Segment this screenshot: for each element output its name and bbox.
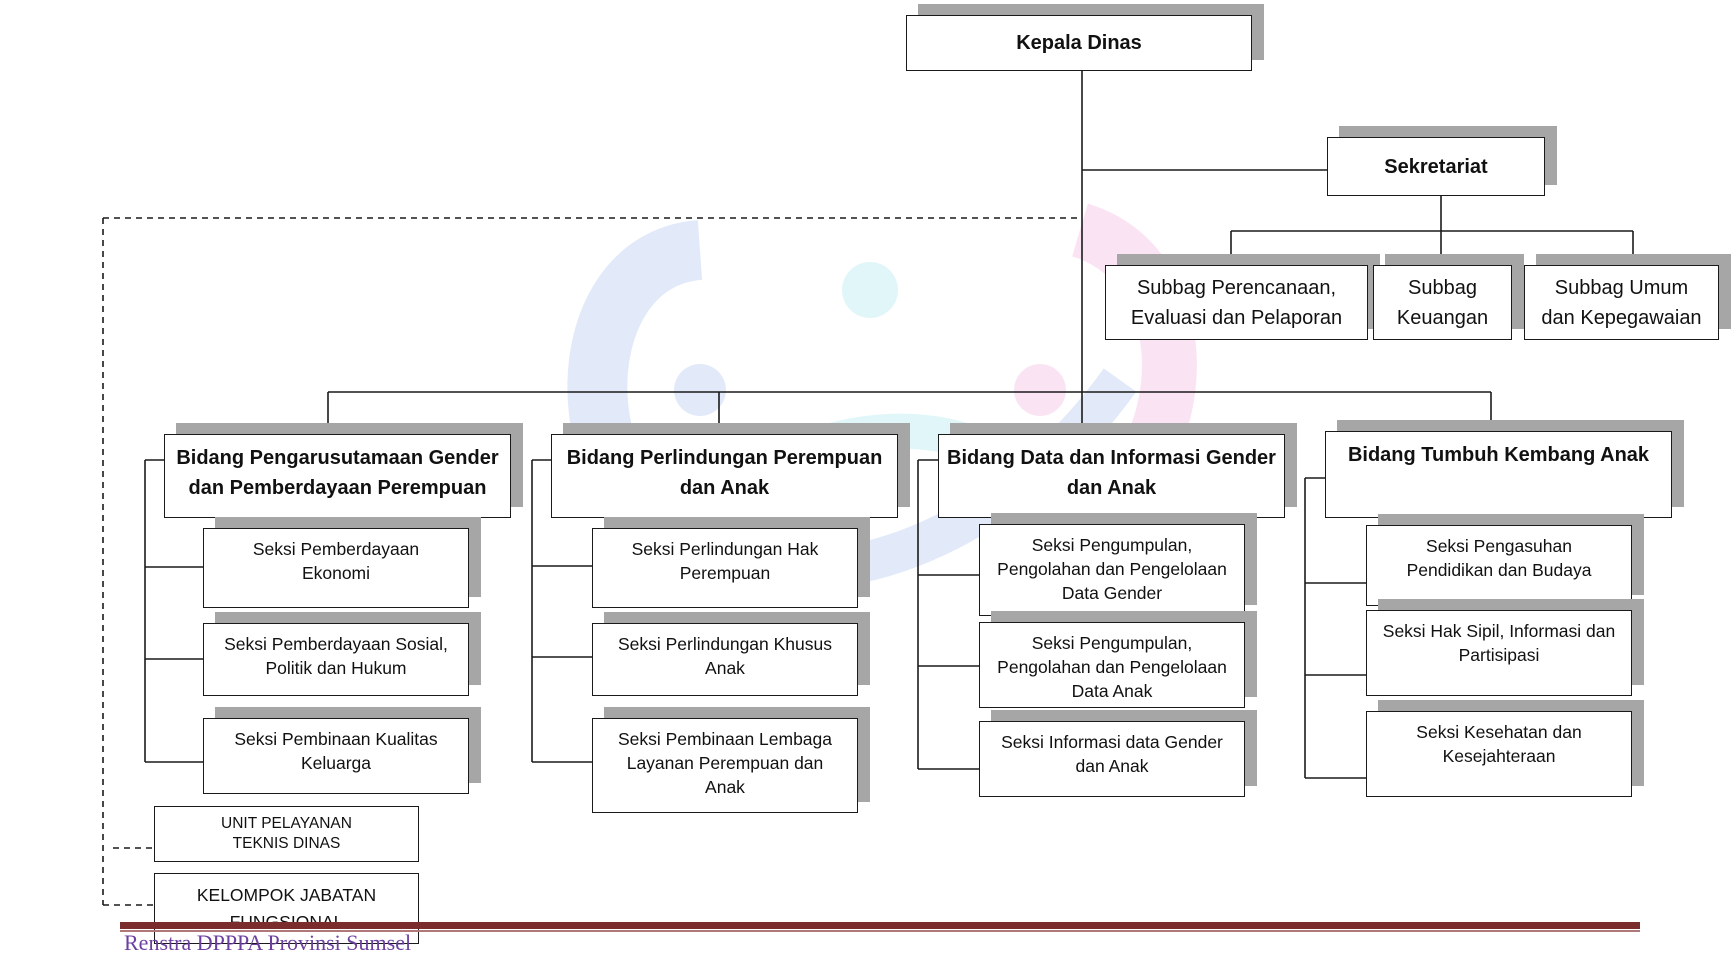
seksi-box-label-line: Kesejahteraan	[1442, 746, 1556, 766]
seksi-box-label-line: Seksi Pemberdayaan	[252, 539, 420, 559]
subbag-box: Subbag Umum dan Kepegawaian	[1524, 265, 1719, 340]
bidang-box-label-line: Bidang Data dan Informasi Gender	[947, 447, 1276, 469]
seksi-box-label-line: Seksi Pembinaan Lembaga	[617, 729, 833, 749]
bidang-box-label-line: dan Anak	[679, 477, 770, 499]
seksi-box-label-line: Seksi Pembinaan Kualitas	[234, 729, 438, 749]
subbag-box-label-line: dan Kepegawaian	[1541, 306, 1702, 329]
subbag-box-label-line: Subbag	[1408, 276, 1477, 299]
upt-box-label-line: TEKNIS DINAS	[232, 835, 341, 852]
subbag-box-label-line: Evaluasi dan Pelaporan	[1130, 306, 1343, 329]
kelompok-jabatan-box-label-line: KELOMPOK JABATAN	[196, 884, 377, 905]
seksi-box-label-line: Data Gender	[1061, 583, 1163, 603]
bidang-box-label-line: Bidang Pengarusutamaan Gender	[176, 447, 499, 469]
kelompok-jabatan-box: KELOMPOK JABATANFUNGSIONAL	[154, 873, 419, 944]
bidang-box-label-line: dan Pemberdayaan Perempuan	[188, 477, 487, 499]
seksi-box-label-line: Seksi Hak Sipil, Informasi dan	[1382, 621, 1616, 641]
bidang-box-label-line: dan Anak	[1066, 477, 1157, 499]
seksi-box: Seksi Informasi data Gender dan Anak	[979, 721, 1245, 797]
bidang-box-label-line: Bidang Tumbuh Kembang Anak	[1347, 444, 1650, 466]
footer-rule-thin	[120, 930, 1640, 932]
seksi-box-label-line: Keluarga	[300, 753, 372, 773]
seksi-box-label-line: Partisipasi	[1458, 645, 1540, 665]
bidang-box-label-line: Bidang Perlindungan Perempuan	[566, 447, 883, 469]
seksi-box-label-line: Seksi Pemberdayaan Sosial,	[224, 634, 448, 654]
seksi-box-label-line: Seksi Pengasuhan	[1426, 536, 1572, 556]
subbag-box-label-line: Subbag Perencanaan,	[1136, 276, 1337, 299]
seksi-box: Seksi Pemberdayaan Sosial, Politik dan Hu…	[203, 623, 469, 696]
seksi-box-label-line: Seksi Informasi data Gender	[1001, 732, 1223, 752]
seksi-box-label-line: Seksi Pengumpulan,	[1031, 633, 1193, 653]
sekretariat-box-label-line: Sekretariat	[1384, 155, 1488, 178]
seksi-box-label-line: Seksi Perlindungan Khusus	[617, 634, 833, 654]
upt-box: UNIT PELAYANAN TEKNIS DINAS	[154, 806, 419, 862]
footer-text: Renstra DPPPA Provinsi Sumsel	[124, 930, 412, 955]
upt-box-label-line: UNIT PELAYANAN	[221, 815, 352, 832]
seksi-box-label-line: Politik dan Hukum	[265, 658, 407, 678]
bidang-box: Bidang Perlindungan Perempuan dan Anak	[551, 434, 898, 518]
seksi-box-label-line: Anak	[705, 777, 745, 797]
seksi-box-label-line: dan Anak	[1075, 756, 1149, 776]
seksi-box-label-line: Pengolahan dan Pengelolaan	[997, 559, 1227, 579]
seksi-box-label-line: Layanan Perempuan dan	[626, 753, 824, 773]
kepala-dinas-box: Kepala Dinas	[906, 15, 1252, 71]
seksi-box-label-line: Anak	[705, 658, 745, 678]
subbag-box-label-line: Keuangan	[1396, 306, 1489, 329]
kepala-dinas-box-label-line: Kepala Dinas	[1016, 32, 1142, 54]
seksi-box-label-line: Seksi Pengumpulan,	[1031, 535, 1193, 555]
bidang-box: Bidang Pengarusutamaan Gender dan Pemberd…	[164, 434, 511, 518]
subbag-box: Subbag Perencanaan, Evaluasi dan Pelapora…	[1105, 265, 1368, 340]
seksi-box-label-line: Data Anak	[1071, 681, 1153, 701]
seksi-box-label-line: Pengolahan dan Pengelolaan	[997, 657, 1227, 677]
seksi-box-label-line: Pendidikan dan Budaya	[1406, 560, 1592, 580]
bidang-box: Bidang Tumbuh Kembang Anak	[1325, 431, 1672, 518]
seksi-box-label-line: Seksi Kesehatan dan	[1416, 722, 1582, 742]
seksi-box: Seksi Pengumpulan, Pengolahan dan Pengelo…	[979, 622, 1245, 708]
footer-rule	[120, 922, 1640, 929]
seksi-box-label-line: Perempuan	[679, 563, 771, 583]
seksi-box-label-line: Seksi Perlindungan Hak	[631, 539, 819, 559]
sekretariat-box: Sekretariat	[1327, 137, 1545, 196]
bidang-box: Bidang Data dan Informasi Gender dan Anak	[938, 434, 1285, 518]
seksi-box-label-line: Ekonomi	[301, 563, 371, 583]
seksi-box: Seksi Pengumpulan, Pengolahan dan Pengelo…	[979, 524, 1245, 616]
subbag-box-label-line: Subbag Umum	[1554, 276, 1689, 299]
